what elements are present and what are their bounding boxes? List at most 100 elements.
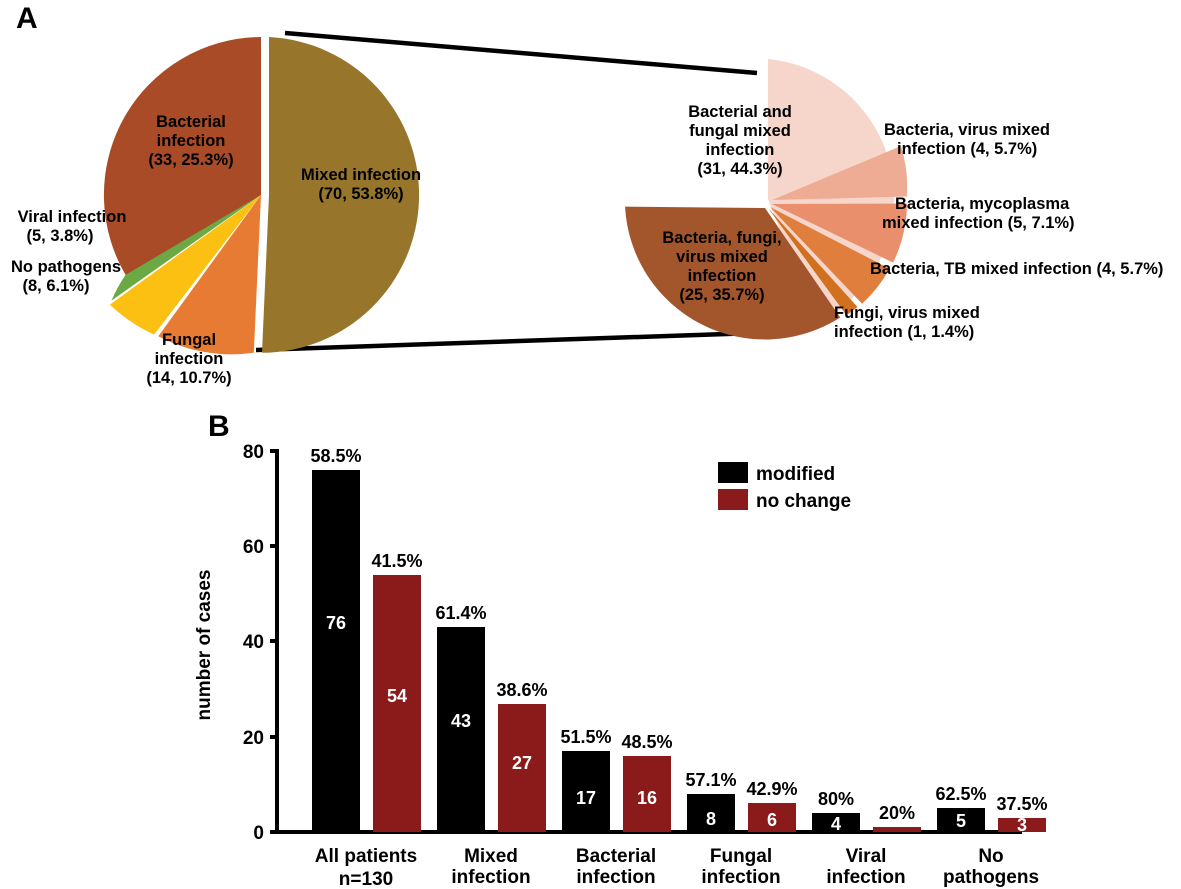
bar-no-change-viral-infection[interactable] xyxy=(873,827,921,832)
bar-val-modified-mixed-infection: 43 xyxy=(451,711,471,731)
pie-b-label-bacteria-fungi-virus-line2: virus mixed xyxy=(676,248,768,266)
pie-b-label-bacteria-fungi-virus: Bacteria, fungi, virus mixed infection (… xyxy=(662,229,781,304)
pie-b-label-bacteria-virus: Bacteria, virus mixed infection (4, 5.7%… xyxy=(884,121,1050,158)
pie-b-slice-bacteria-virus[interactable] xyxy=(772,146,908,200)
y-tick-label-80: 80 xyxy=(243,442,264,463)
category-label-bacterial-infection: Bacterial infection n=33 xyxy=(576,846,656,889)
pie-b-label-bacteria-tb: Bacteria, TB mixed infection (4, 5.7%) xyxy=(870,260,1163,278)
legend-item-modified[interactable]: modified xyxy=(718,462,835,485)
connector-line-bottom xyxy=(255,329,785,353)
bar-modified-mixed-infection[interactable] xyxy=(437,627,485,832)
category-label-viral-infection-line2: infection xyxy=(826,867,905,888)
pie-b-label-bacterial-fungal: Bacterial and fungal mixed infection (31… xyxy=(688,103,792,178)
pie-b-slice-bacteria-mycoplasma[interactable] xyxy=(772,203,907,263)
category-label-fungal-infection-line1: Fungal xyxy=(710,846,772,867)
pie-a-label-fungal-infection-line3: (14, 10.7%) xyxy=(146,369,231,387)
legend-item-no-change[interactable]: no change xyxy=(718,489,851,512)
pie-a-label-bacterial-infection-line3: (33, 25.3%) xyxy=(148,151,233,169)
pie-a-label-viral-infection-line2: (5, 3.8%) xyxy=(27,227,94,245)
bar-no-change-no-pathogens[interactable] xyxy=(998,818,1046,832)
bar-pct-no-change-fungal-infection: 42.9% xyxy=(746,779,797,799)
mixed-infection-breakdown-pie xyxy=(625,59,908,340)
pie-a-label-no-pathogens: No pathogens (8, 6.1%) xyxy=(11,258,121,295)
bar-group-mixed-infection: 61.4% 38.6% 43 27 xyxy=(435,603,548,832)
bar-group-bacterial-infection: 51.5% 48.5% 17 16 xyxy=(560,727,673,832)
pie-b-slice-bacteria-tb[interactable] xyxy=(770,207,890,304)
bar-no-change-fungal-infection[interactable] xyxy=(748,803,796,832)
category-label-mixed-infection-line2: infection xyxy=(451,867,530,888)
category-label-mixed-infection-line1: Mixed xyxy=(464,846,518,867)
bar-pct-modified-fungal-infection: 57.1% xyxy=(685,770,736,790)
pie-b-label-bacteria-tb-line1: Bacteria, TB mixed infection (4, 5.7%) xyxy=(870,260,1163,278)
bar-group-viral-infection: 80% 20% 4 xyxy=(812,789,921,834)
category-label-no-pathogens: No pathogens n=8 xyxy=(943,846,1039,889)
pie-a-slice-fungal-infection[interactable] xyxy=(158,195,261,355)
panel-b-letter: B xyxy=(208,410,230,443)
pie-a-slice-no-pathogens[interactable] xyxy=(109,195,262,335)
legend-label-no-change: no change xyxy=(756,491,851,512)
category-label-mixed-infection: Mixed infection n=70 xyxy=(451,846,530,889)
y-axis-title: number of cases xyxy=(194,570,215,721)
pie-b-label-bacteria-mycoplasma-line1: Bacteria, mycoplasma xyxy=(895,195,1070,213)
pie-a-label-no-pathogens-line2: (8, 6.1%) xyxy=(23,277,90,295)
bar-pct-no-change-viral-infection: 20% xyxy=(879,803,915,823)
pie-a-label-mixed-infection: Mixed infection (70, 53.8%) xyxy=(301,166,421,203)
bar-val-no-change-no-pathogens: 3 xyxy=(1017,815,1027,835)
pie-b-label-fungi-virus: Fungi, virus mixed infection (1, 1.4%) xyxy=(834,304,980,341)
pathogen-distribution-pie xyxy=(103,37,420,355)
category-label-viral-infection: Viral infection n=5 xyxy=(826,846,905,889)
pie-b-label-bacterial-fungal-line3: infection xyxy=(706,141,775,159)
legend-swatch-modified xyxy=(718,462,748,483)
bar-pct-modified-mixed-infection: 61.4% xyxy=(435,603,486,623)
panel-a-letter: A xyxy=(16,2,38,35)
bar-val-no-change-fungal-infection: 6 xyxy=(767,810,777,830)
category-label-no-pathogens-line2: pathogens xyxy=(943,867,1039,888)
pie-b-slice-bacteria-fungi-virus[interactable] xyxy=(625,206,841,340)
legend-swatch-no-change xyxy=(718,489,748,510)
category-label-all-patients-line1: All patients xyxy=(315,846,417,867)
y-tick-label-0: 0 xyxy=(253,823,264,844)
bar-pct-modified-all-patients: 58.5% xyxy=(310,446,361,466)
pie-b-label-bacteria-virus-line1: Bacteria, virus mixed xyxy=(884,121,1050,139)
pie-a-label-no-pathogens-line1: No pathogens xyxy=(11,258,121,276)
pie-a-label-fungal-infection-line2: infection xyxy=(155,350,224,368)
bar-val-no-change-all-patients: 54 xyxy=(387,686,407,706)
bar-val-modified-no-pathogens: 5 xyxy=(956,811,966,831)
bar-pct-modified-viral-infection: 80% xyxy=(818,789,854,809)
pie-b-label-fungi-virus-line2: infection (1, 1.4%) xyxy=(834,323,974,341)
pie-a-label-bacterial-infection-line2: infection xyxy=(157,132,226,150)
bar-modified-all-patients[interactable] xyxy=(312,470,360,832)
bar-modified-fungal-infection[interactable] xyxy=(687,794,735,832)
bar-val-no-change-bacterial-infection: 16 xyxy=(637,788,657,808)
pie-b-label-fungi-virus-line1: Fungi, virus mixed xyxy=(834,304,980,322)
bar-pct-no-change-bacterial-infection: 48.5% xyxy=(621,732,672,752)
bar-modified-no-pathogens[interactable] xyxy=(937,808,985,832)
pie-b-label-bacteria-mycoplasma-line2: mixed infection (5, 7.1%) xyxy=(882,214,1075,232)
pie-a-slice-viral-infection[interactable] xyxy=(111,195,262,301)
pie-a-label-fungal-infection: Fungal infection (14, 10.7%) xyxy=(146,331,231,387)
category-label-bacterial-infection-line2: infection xyxy=(576,867,655,888)
bar-val-modified-viral-infection: 4 xyxy=(831,814,841,834)
bar-modified-viral-infection[interactable] xyxy=(812,813,860,832)
pie-b-slice-fungi-virus[interactable] xyxy=(768,208,858,316)
bar-pct-modified-bacterial-infection: 51.5% xyxy=(560,727,611,747)
category-label-viral-infection-line1: Viral xyxy=(846,846,887,867)
category-label-bacterial-infection-line1: Bacterial xyxy=(576,846,656,867)
bar-no-change-all-patients[interactable] xyxy=(373,575,421,832)
bar-pct-modified-no-pathogens: 62.5% xyxy=(935,784,986,804)
pie-a-slice-mixed-infection[interactable] xyxy=(262,37,420,353)
pie-b-label-bacteria-fungi-virus-line3: infection xyxy=(688,267,757,285)
pie-a-label-viral-infection: Viral infection (5, 3.8%) xyxy=(18,208,127,245)
bar-no-change-bacterial-infection[interactable] xyxy=(623,756,671,832)
pie-b-label-bacterial-fungal-line1: Bacterial and xyxy=(688,103,792,121)
bar-chart-legend: modified no change xyxy=(718,462,851,512)
pie-b-label-bacteria-fungi-virus-line4: (25, 35.7%) xyxy=(679,286,764,304)
bar-no-change-mixed-infection[interactable] xyxy=(498,704,546,832)
bar-group-fungal-infection: 57.1% 42.9% 8 6 xyxy=(685,770,798,832)
pie-b-label-bacteria-fungi-virus-line1: Bacteria, fungi, xyxy=(662,229,781,247)
category-label-fungal-infection-line2: infection xyxy=(701,867,780,888)
bar-modified-bacterial-infection[interactable] xyxy=(562,751,610,832)
bar-group-all-patients: 58.5% 41.5% 76 54 xyxy=(310,446,423,832)
pie-a-label-bacterial-infection-line1: Bacterial xyxy=(156,113,226,131)
